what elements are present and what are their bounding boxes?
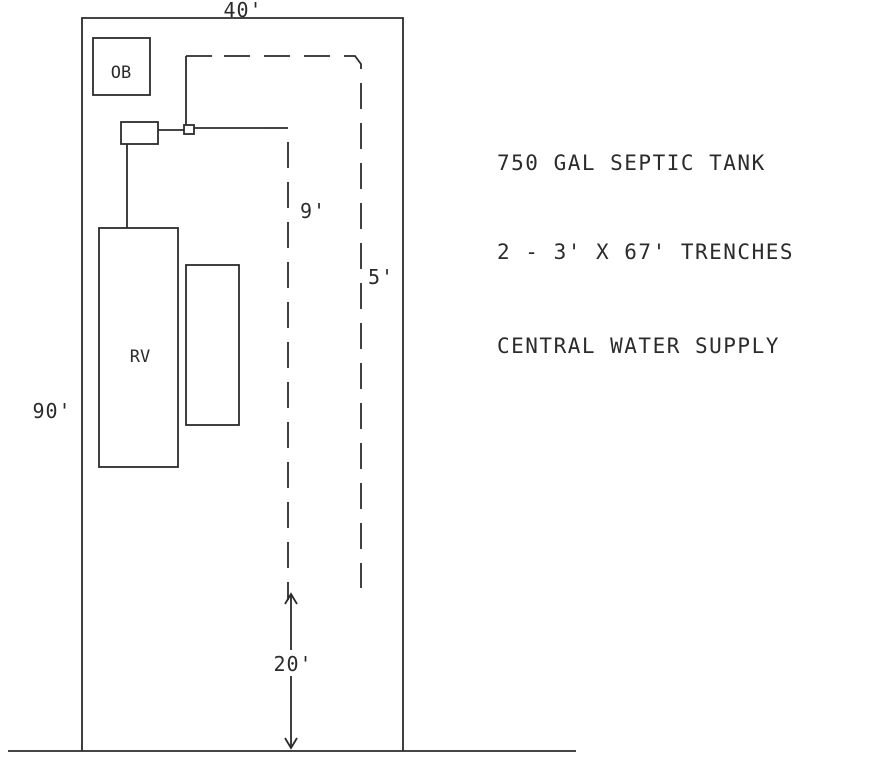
setback-dimension: 20' — [273, 652, 312, 676]
outbuilding-label: OB — [111, 63, 131, 83]
rv-label: RV — [130, 347, 150, 367]
setback-arrow-top — [284, 592, 298, 605]
trench-spacing-dimension: 9' — [300, 199, 326, 223]
rv-box — [98, 227, 179, 468]
lot-boundary — [81, 17, 404, 751]
lot-width-dimension: 40' — [223, 0, 262, 22]
lot-length-dimension: 90' — [32, 399, 71, 423]
setback-arrow-bottom — [284, 737, 298, 750]
outbuilding-box — [92, 37, 151, 96]
outer-trench — [224, 55, 362, 588]
note-water-supply: CENTRAL WATER SUPPLY — [497, 334, 780, 358]
note-trenches: 2 - 3' X 67' TRENCHES — [497, 240, 794, 264]
pad-box — [185, 264, 240, 426]
inner-trench — [262, 127, 289, 600]
septic-tank — [120, 121, 159, 145]
note-septic-tank: 750 GAL SEPTIC TANK — [497, 151, 766, 175]
trench-gap-dimension: 5' — [368, 265, 394, 289]
distribution-box — [183, 124, 195, 135]
